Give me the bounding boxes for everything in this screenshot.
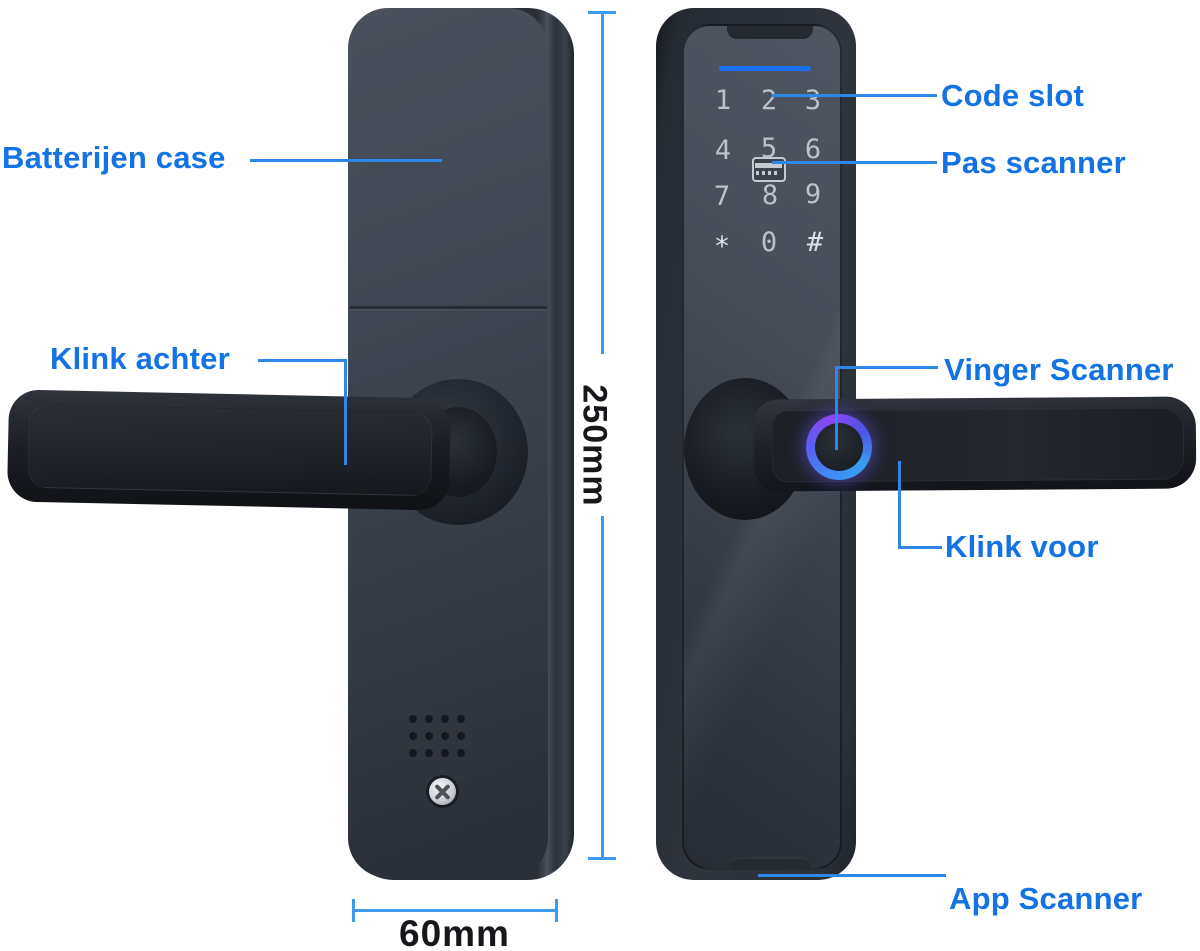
label-card-scanner: Pas scanner [941,145,1126,180]
battery-cover-seam [350,306,547,309]
dimension-width-cap-left [352,899,355,922]
keypad-key-4: 4 [714,135,732,166]
keypad-key-3: 3 [804,85,822,116]
keypad-key-5: 5 [760,133,778,164]
label-handle-back: Klink achter [50,341,230,376]
speaker-grid-icon [409,715,473,766]
leader-handle-back-v [344,359,347,465]
label-finger-scanner: Vinger Scanner [944,352,1174,387]
screen-bottom-notch [729,857,811,870]
dimension-height-line-top [601,12,604,354]
keypad-key-star: * [713,231,731,262]
leader-handle-front-v [898,461,901,549]
keypad-key-8: 8 [761,180,779,211]
screen-top-notch [727,26,813,39]
keypad-key-7: 7 [713,181,731,212]
label-app-scanner: App Scanner [949,881,1143,916]
keypad-key-1: 1 [714,85,732,116]
keypad-key-hash: # [806,227,824,258]
keypad-key-6: 6 [804,134,822,165]
status-light-bar [719,66,811,71]
leader-finger-scanner-v [835,366,838,450]
label-battery-case: Batterijen case [2,140,226,175]
keypad-key-9: 9 [804,179,822,210]
dimension-height-cap-bottom [588,857,616,860]
back-handle-face [27,403,433,497]
screw-icon [429,778,456,805]
leader-card-scanner [772,161,937,164]
dimension-height-cap-top [588,11,616,14]
keypad-key-0: 0 [760,227,778,258]
dimension-width-cap-right [555,899,558,922]
keypad-key-2: 2 [760,85,778,116]
leader-handle-front-h [898,546,942,549]
leader-battery-case [250,159,442,162]
fingerprint-sensor [815,423,863,471]
leader-finger-scanner-h [835,366,938,369]
leader-handle-back-h [258,359,347,362]
leader-code-slot [772,94,937,97]
fingerprint-ring-icon [806,414,872,480]
dimension-height-value: 250mm [575,384,614,507]
dimension-height-line-bottom [601,516,604,858]
leader-app-scanner [758,874,946,877]
dimension-width-line [352,909,558,912]
dimension-width-value: 60mm [399,913,510,951]
label-code-slot: Code slot [941,78,1085,113]
label-handle-front: Klink voor [945,529,1099,564]
